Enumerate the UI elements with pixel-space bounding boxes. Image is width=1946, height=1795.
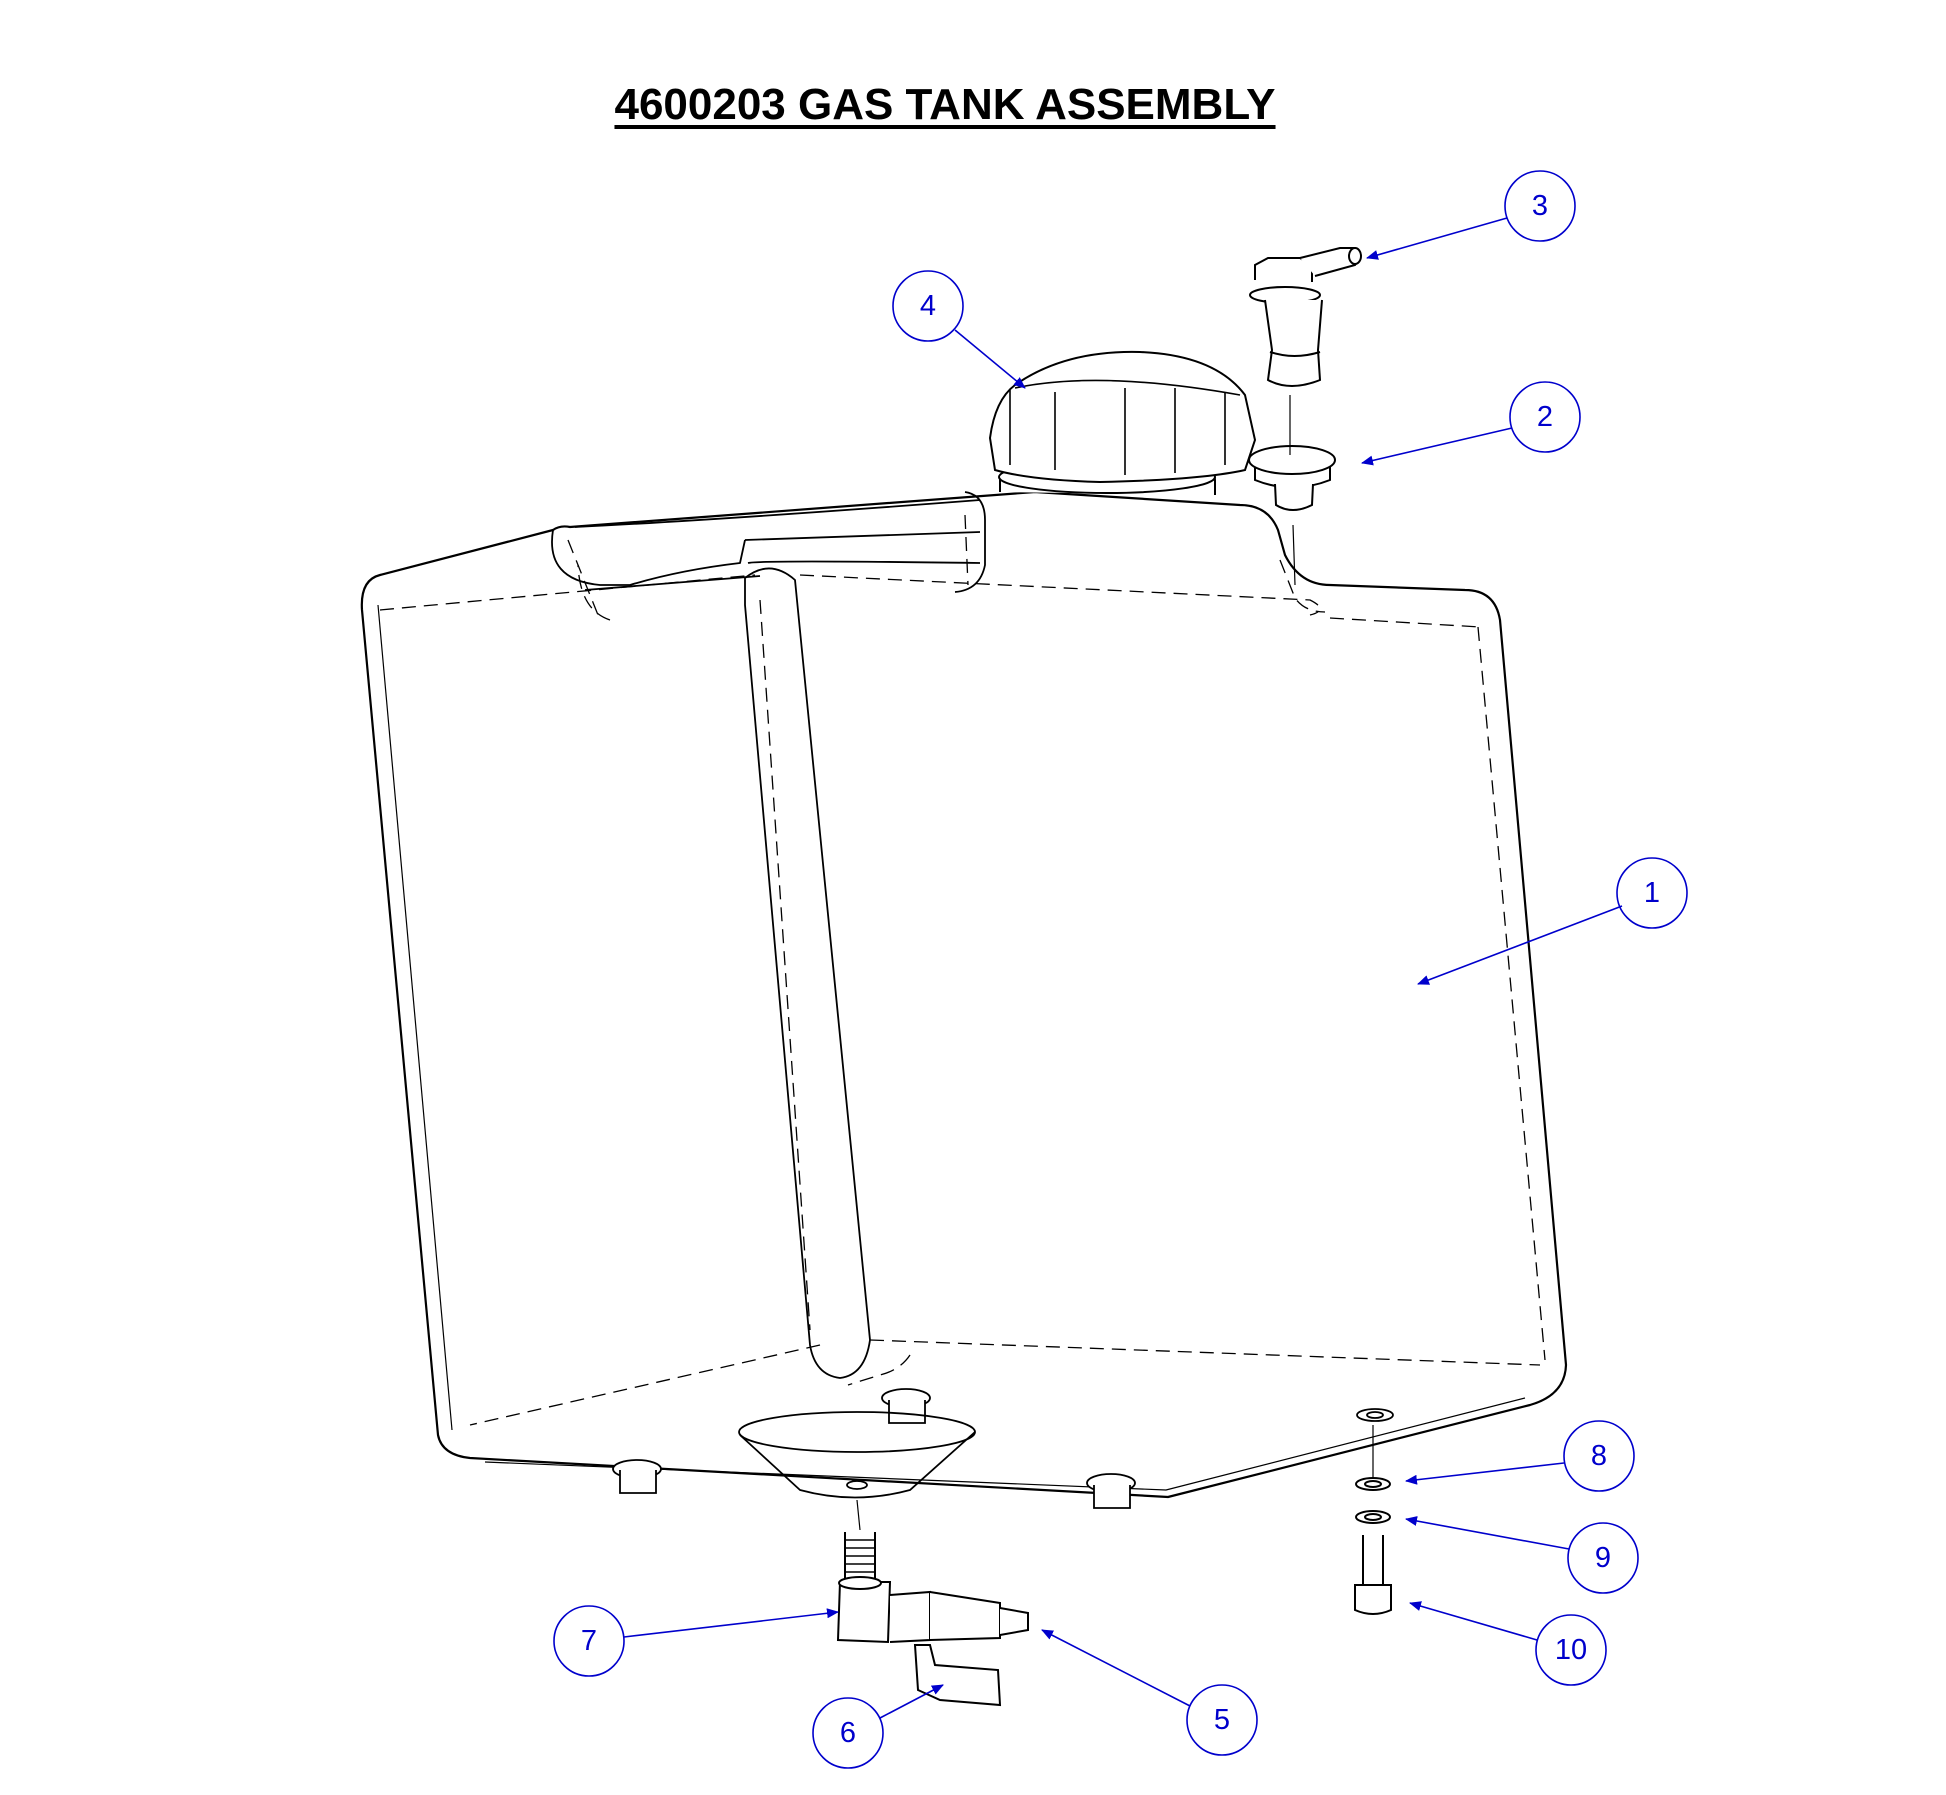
callout-8 bbox=[1563, 1420, 1635, 1492]
callout-label-1: 1 bbox=[1644, 877, 1660, 909]
callouts bbox=[553, 170, 1688, 1769]
callout-label-5: 5 bbox=[1214, 1704, 1230, 1736]
grommet bbox=[1248, 445, 1336, 511]
tank-bottom-bungs bbox=[612, 1388, 1394, 1509]
callout-label-6: 6 bbox=[840, 1717, 856, 1749]
callout-6 bbox=[812, 1697, 884, 1769]
washer-9 bbox=[1355, 1510, 1391, 1524]
callout-label-8: 8 bbox=[1591, 1440, 1607, 1472]
callout-7 bbox=[553, 1605, 625, 1677]
drawing-title: 4600203 GAS TANK ASSEMBLY bbox=[614, 80, 1276, 129]
callout-3 bbox=[1504, 170, 1576, 242]
callout-label-3: 3 bbox=[1532, 190, 1548, 222]
callout-2 bbox=[1509, 381, 1581, 453]
tank-sump bbox=[738, 1411, 976, 1499]
callout-1 bbox=[1616, 857, 1688, 929]
filler-cap bbox=[988, 350, 1257, 495]
callout-9 bbox=[1567, 1522, 1639, 1594]
callout-label-9: 9 bbox=[1595, 1542, 1611, 1574]
callout-label-10: 10 bbox=[1555, 1634, 1587, 1666]
vent-fitting bbox=[1249, 247, 1362, 387]
callout-labels: 1 2 3 4 5 6 7 8 9 10 bbox=[581, 190, 1660, 1749]
callout-4 bbox=[892, 270, 964, 342]
callout-label-7: 7 bbox=[581, 1625, 597, 1657]
bolt-10 bbox=[1354, 1535, 1392, 1615]
gas-tank-body bbox=[360, 490, 1568, 1499]
valve-assembly bbox=[836, 1532, 1029, 1707]
tank-hidden-lines bbox=[379, 514, 1546, 1426]
callout-5 bbox=[1186, 1684, 1258, 1756]
callout-label-2: 2 bbox=[1537, 401, 1553, 433]
washer-8 bbox=[1355, 1477, 1391, 1491]
callout-label-4: 4 bbox=[920, 290, 936, 322]
callout-10 bbox=[1535, 1614, 1607, 1686]
